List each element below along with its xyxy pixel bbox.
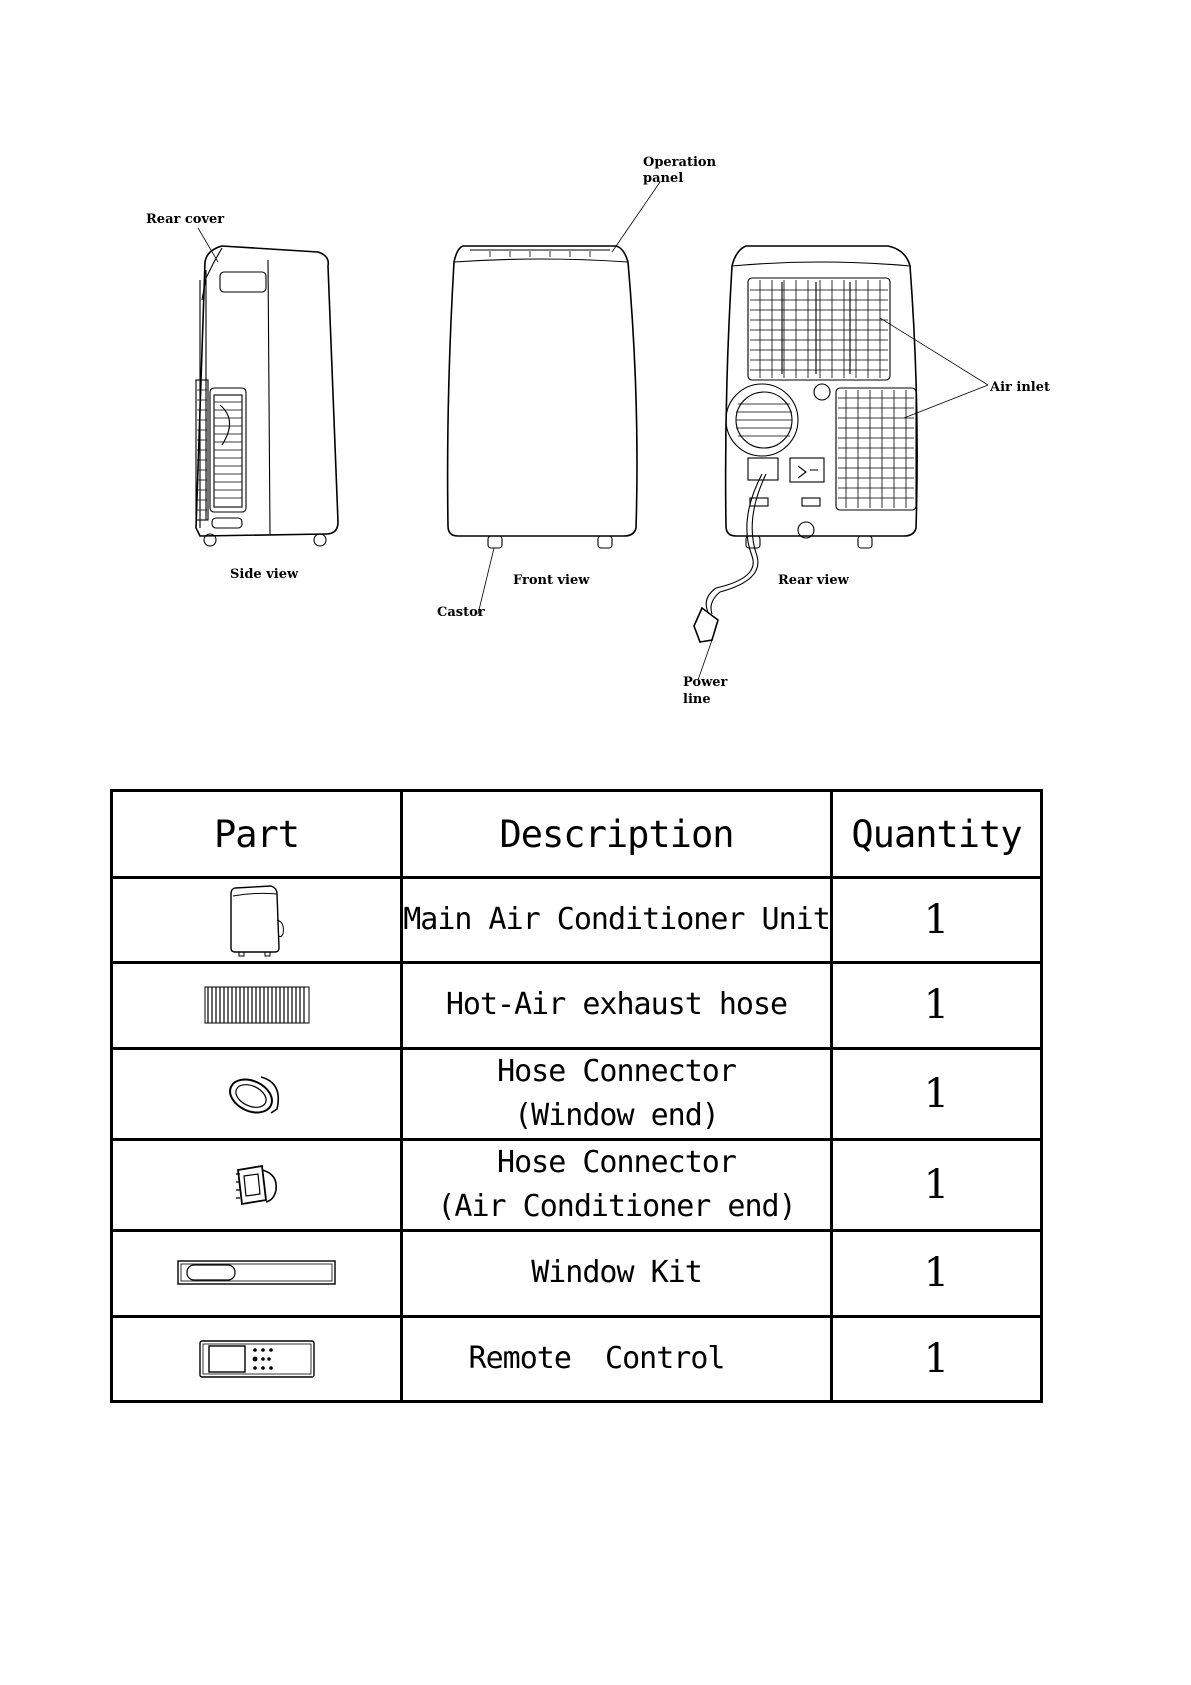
quantity-cell: 1 [832,1231,1042,1316]
table-row: Main Air Conditioner Unit 1 [112,878,1042,963]
part-cell [112,1048,402,1139]
remote-control-icon [199,1340,315,1378]
part-column-header: Part [112,791,402,878]
table-row: Hot-Air exhaust hose 1 [112,963,1042,1048]
description-cell: Window Kit [402,1231,832,1316]
side-view-drawing [196,228,338,546]
table-row: Hose Connector(Window end) 1 [112,1048,1042,1139]
quantity-cell: 1 [832,878,1042,963]
table-header-row: Part Description Quantity [112,791,1042,878]
table-row: Window Kit 1 [112,1231,1042,1316]
description-cell: Hot-Air exhaust hose [402,963,832,1048]
power-line-label: Power [683,675,728,690]
part-cell [112,878,402,963]
table-row: Remote Control 1 [112,1316,1042,1401]
window-hose-connector-icon [225,1069,289,1119]
window-kit-icon [177,1259,337,1287]
side-view-label: Side view [230,567,299,582]
part-cell [112,1231,402,1316]
quantity-cell: 1 [832,1316,1042,1401]
description-column-header: Description [402,791,832,878]
rear-view-label: Rear view [778,573,850,588]
parts-table: Part Description Quantity Main Air Condi… [110,789,1043,1403]
air-inlet-label: Air inlet [989,380,1050,395]
front-view-drawing [448,182,660,614]
table-row: Hose Connector(Air Conditioner end) 1 [112,1139,1042,1230]
quantity-cell: 1 [832,1048,1042,1139]
part-cell [112,1139,402,1230]
description-cell: Hose Connector(Air Conditioner end) [402,1139,832,1230]
air-conditioner-unit-icon [227,882,287,958]
exhaust-hose-icon [203,985,311,1025]
rear-cover-label: Rear cover [146,212,224,227]
operation-panel-label: Operation [643,155,717,170]
description-cell: Hose Connector(Window end) [402,1048,832,1139]
quantity-column-header: Quantity [832,791,1042,878]
power-line-label-line2: line [683,692,711,707]
air-conditioner-views-diagram: Operation panel Rear cover Air inlet Sid… [0,0,1191,740]
rear-view-drawing [694,246,988,680]
castor-label: Castor [437,605,485,620]
description-cell: Main Air Conditioner Unit [402,878,832,963]
part-cell [112,963,402,1048]
part-cell [112,1316,402,1401]
unit-hose-connector-icon [232,1160,282,1210]
quantity-cell: 1 [832,1139,1042,1230]
description-cell: Remote Control [402,1316,832,1401]
quantity-cell: 1 [832,963,1042,1048]
operation-panel-label-line2: panel [643,171,683,186]
front-view-label: Front view [513,573,590,588]
